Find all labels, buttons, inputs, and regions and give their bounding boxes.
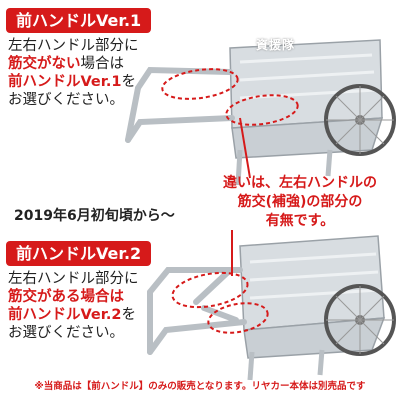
ver2-particle-text: を — [121, 307, 136, 323]
ver1-no-brace-text: 筋交がない — [8, 56, 81, 72]
date-note: 2019年6月初旬頃から〜 — [14, 208, 175, 224]
callout-line2: 筋交(補強)の部分の — [237, 194, 363, 210]
watermark-text: 資援隊 — [256, 38, 296, 52]
ver1-desc-line4: お選びください。 — [8, 92, 124, 108]
ver2-desc-line1: 左右ハンドル部分に — [8, 271, 139, 287]
ver1-desc-line2: 筋交がない場合は — [8, 55, 139, 73]
callout-line1: 違いは、左右ハンドルの — [223, 175, 377, 191]
callout-line3: 有無です。 — [265, 213, 335, 229]
ver2-desc-line2: 筋交がある場合は — [8, 289, 124, 305]
ver1-particle-text: を — [121, 74, 136, 90]
ver2-product-text: 前ハンドルVer.2 — [8, 307, 122, 323]
footnote: ※当商品は【前ハンドル】のみの販売となります。リヤカー本体は別売品です — [34, 381, 366, 392]
ver2-desc-line4: お選びください。 — [8, 325, 124, 341]
cart-illustration-ver2 — [147, 230, 396, 381]
difference-callout: 違いは、左右ハンドルの 筋交(補強)の部分の 有無です。 — [206, 174, 394, 231]
ver2-description: 左右ハンドル部分に 筋交がある場合は 前ハンドルVer.2を お選びください。 — [8, 270, 139, 342]
ver2-badge: 前ハンドルVer.2 — [6, 241, 152, 266]
ver1-description: 左右ハンドル部分に 筋交がない場合は 前ハンドルVer.1を お選びください。 — [8, 37, 139, 109]
cart-illustration-ver1 — [125, 39, 396, 186]
ver1-badge: 前ハンドルVer.1 — [6, 8, 152, 33]
ver1-case-text: 場合は — [80, 56, 125, 72]
ver2-desc-line3: 前ハンドルVer.2を — [8, 306, 139, 324]
ver1-desc-line3: 前ハンドルVer.1を — [8, 73, 139, 91]
ver1-desc-line1: 左右ハンドル部分に — [8, 38, 139, 54]
ver1-product-text: 前ハンドルVer.1 — [8, 74, 122, 90]
